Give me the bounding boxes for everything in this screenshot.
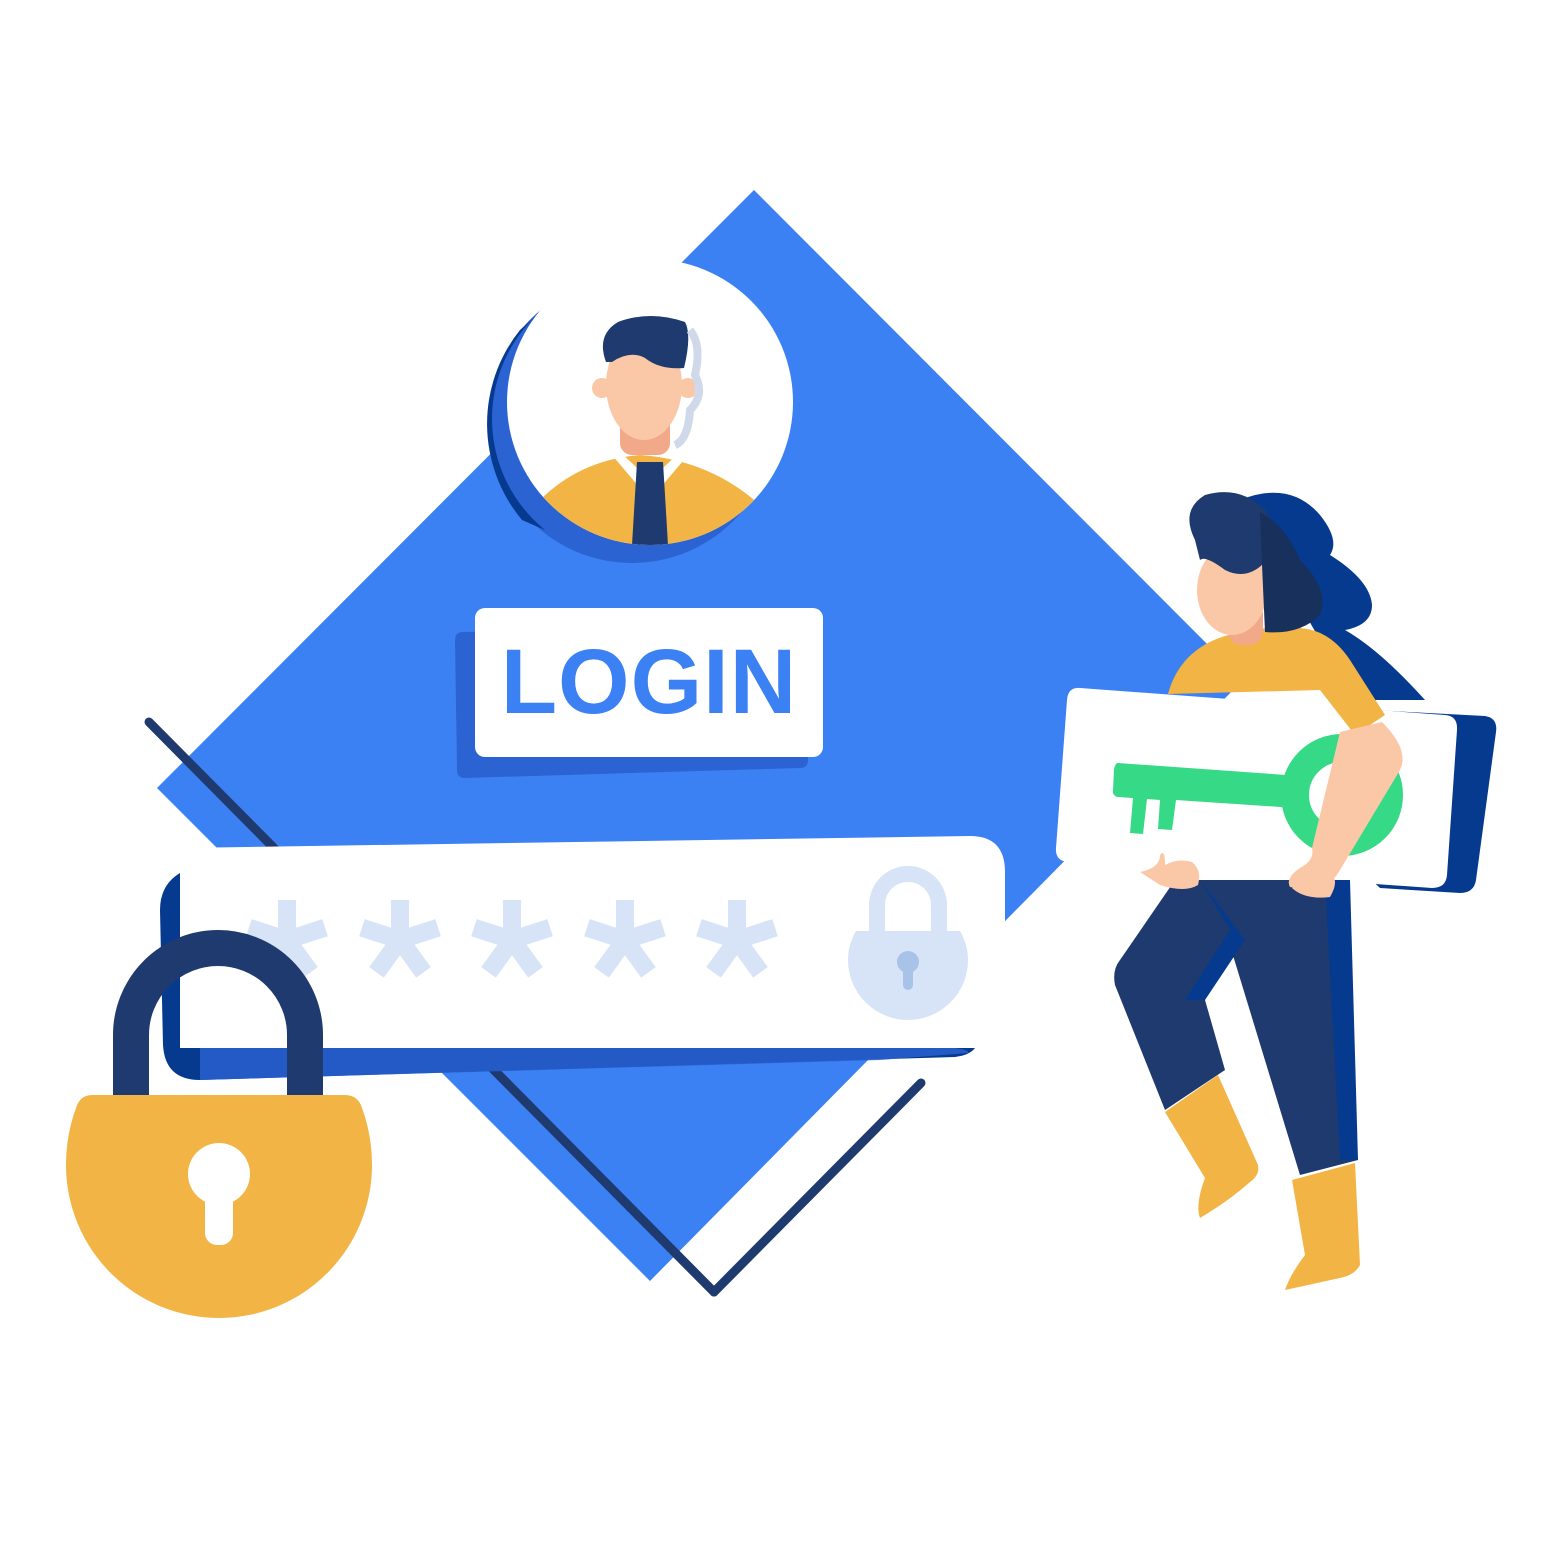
decorative-line-right — [709, 1078, 926, 1297]
padlock-icon — [66, 930, 372, 1318]
field-padlock-icon — [848, 866, 968, 1020]
person-holding-key — [1112, 492, 1425, 1290]
user-avatar-icon — [487, 259, 793, 563]
login-button-shape — [455, 608, 823, 778]
mask-asterisk — [471, 900, 553, 978]
password-field-shape — [160, 836, 1005, 1080]
mask-asterisk — [696, 900, 778, 978]
password-mask — [246, 900, 778, 978]
mask-asterisk — [584, 900, 666, 978]
mask-asterisk — [359, 900, 441, 978]
